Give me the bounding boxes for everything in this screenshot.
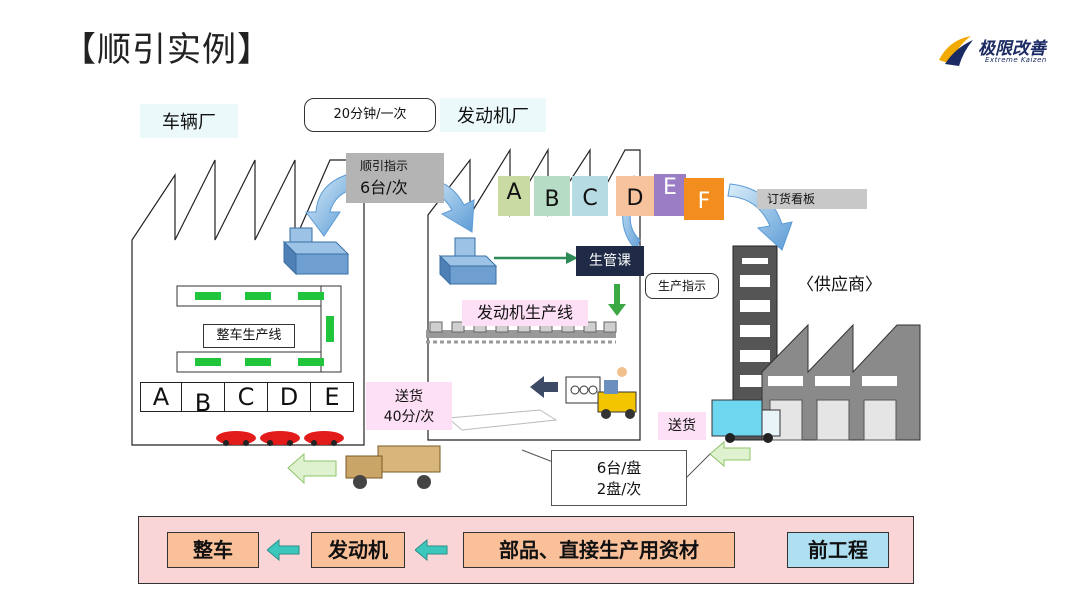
engine-box-a: A xyxy=(498,176,530,216)
vehicle-slot-c: C xyxy=(224,382,268,412)
vehicle-slot-a: A xyxy=(140,382,182,412)
order-kanban-label: 订货看板 xyxy=(757,189,867,209)
flow-item-vehicle: 整车 xyxy=(167,532,259,568)
pallet xyxy=(446,409,558,431)
vehicle-plant-label: 车辆厂 xyxy=(140,104,238,138)
green-arrow-head xyxy=(566,252,578,264)
engine-box-e: E xyxy=(654,174,686,216)
logo-subtitle: Extreme Kaizen xyxy=(985,56,1047,64)
engine-box-b: B xyxy=(534,176,570,216)
vehicle-slot-e: E xyxy=(310,382,354,412)
production-control-box: 生管课 xyxy=(576,246,644,276)
logo-text: 极限改善 xyxy=(978,39,1046,59)
red-cars xyxy=(216,431,344,446)
forklift xyxy=(565,367,637,419)
supplier-factory xyxy=(761,323,921,441)
supplier-truck xyxy=(711,399,781,443)
curved-arrow-to-supplier xyxy=(727,183,793,251)
flow-arrow-1-icon xyxy=(267,539,300,561)
vehicle-slot-d: D xyxy=(267,382,311,412)
vehicle-slot-b: B xyxy=(181,382,225,417)
delivery-label: 送货 xyxy=(395,389,423,405)
assembly-line-label: 整车生产线 xyxy=(203,324,295,348)
supplier-delivery-label: 送货 xyxy=(658,412,706,440)
flow-item-parts: 部品、直接生产用资材 xyxy=(463,532,735,568)
engine-sequence-boxes: A B C D E F xyxy=(498,174,738,220)
quantity-per-tray: 6台/盘 xyxy=(596,459,642,477)
green-left-arrow-2 xyxy=(709,440,751,468)
sequence-instruction-qty: 6台/次 xyxy=(360,178,408,197)
delivery-box: 送货 40分/次 xyxy=(366,382,452,430)
old-truck xyxy=(345,445,441,489)
trays-per-trip: 2盘/次 xyxy=(596,480,642,498)
flow-arrow-2-icon xyxy=(415,539,448,561)
page-title: 【顺引实例】 xyxy=(62,30,272,70)
green-down-arrow-shaft xyxy=(614,284,620,304)
curved-arrow-to-vehicle xyxy=(305,174,351,237)
logo xyxy=(935,30,1055,70)
production-instruction-callout: 生产指示 xyxy=(645,273,719,299)
vehicle-machine xyxy=(282,227,350,276)
sequence-instruction-title: 顺引指示 xyxy=(360,159,409,173)
interval-callout: 20分钟/一次 xyxy=(304,98,436,132)
quantity-box: 6台/盘 2盘/次 xyxy=(551,450,687,506)
engine-box-d: D xyxy=(616,176,654,216)
flow-item-pre-process: 前工程 xyxy=(787,532,889,568)
vehicle-slot-row: A B C D E xyxy=(140,382,354,417)
engine-plant-label: 发动机厂 xyxy=(440,98,546,132)
engine-box-f: F xyxy=(684,178,724,220)
engine-machine xyxy=(438,237,498,286)
logo-swoosh-icon xyxy=(939,36,973,66)
supplier-label: 〈供应商〉 xyxy=(797,275,882,295)
engine-line-label: 发动机生产线 xyxy=(462,300,588,326)
flow-item-engine: 发动机 xyxy=(311,532,405,568)
engine-box-c: C xyxy=(572,176,608,216)
flow-bar: 整车 发动机 部品、直接生产用资材 前工程 xyxy=(138,516,914,584)
delivery-time: 40分/次 xyxy=(383,409,435,425)
dark-arrow-left xyxy=(530,376,558,398)
green-left-arrow-1 xyxy=(287,452,337,485)
green-down-arrow-head xyxy=(608,304,626,316)
sequence-instruction-card: 顺引指示 6台/次 xyxy=(346,153,444,203)
